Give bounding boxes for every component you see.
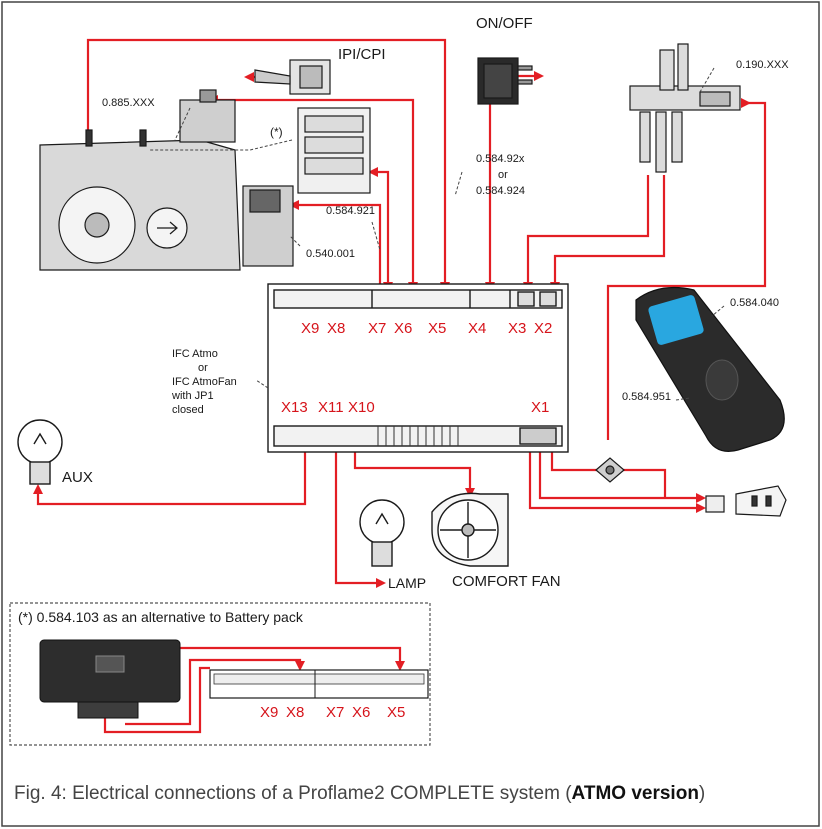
ifc-module <box>267 283 569 453</box>
power-plug <box>705 485 787 517</box>
inset-connector-x6: X6 <box>352 704 370 721</box>
ifc-line1: IFC Atmo <box>172 348 218 360</box>
receiver-code-label: 0.584.951 <box>622 391 671 403</box>
connector-x11: X11 <box>318 399 344 416</box>
connector-x13: X13 <box>281 399 308 416</box>
battery-pack <box>297 107 371 194</box>
wire-motor-x7b <box>295 203 382 286</box>
on-off-switch <box>477 57 533 105</box>
caption-suffix: ) <box>699 783 705 804</box>
connector-x2: X2 <box>534 320 552 337</box>
pilot-assembly <box>629 43 741 173</box>
inset-wire-extra <box>103 666 210 734</box>
pilot-code-label: 0.190.XXX <box>736 59 789 71</box>
remote-control <box>635 287 785 452</box>
aux-label: AUX <box>62 469 93 486</box>
switch-code-or-label: or <box>498 169 508 181</box>
receiver-splitter <box>595 457 625 483</box>
ifc-line3: IFC AtmoFan <box>172 376 237 388</box>
inset-connector-x8: X8 <box>286 704 304 721</box>
inset-connector-x7: X7 <box>326 704 344 721</box>
connector-x1: X1 <box>531 399 549 416</box>
battery-note-label: (*) <box>270 125 283 139</box>
comfort-fan <box>431 492 509 567</box>
ifc-line5: closed <box>172 404 204 416</box>
callout-lines <box>150 67 725 401</box>
wire-x1-receiver <box>550 450 598 472</box>
caption-bold: ATMO version <box>572 783 699 804</box>
connector-x8: X8 <box>327 320 345 337</box>
switch-code-b-label: 0.584.924 <box>476 185 525 197</box>
on-off-label: ON/OFF <box>476 15 533 32</box>
aux-bulb <box>17 419 63 485</box>
text-labels: ON/OFF IPI/CPI 0.885.XXX (*) 0.190.XXX 0… <box>62 15 789 591</box>
inset-connector-x5: X5 <box>387 704 405 721</box>
connector-x5: X5 <box>428 320 446 337</box>
connector-x10: X10 <box>348 399 375 416</box>
ifc-line4: with JP1 <box>171 390 214 402</box>
inset-note: (*) 0.584.103 as an alternative to Batte… <box>18 609 304 625</box>
comfort-fan-label: COMFORT FAN <box>452 573 561 590</box>
wire-x1-power-a <box>528 445 700 510</box>
connector-x7: X7 <box>368 320 386 337</box>
gas-valve <box>39 89 294 271</box>
figure-caption: Fig. 4: Electrical connections of a Prof… <box>14 783 705 804</box>
wire-pilot-x3 <box>526 175 650 286</box>
wire-pilot-ground <box>606 101 767 440</box>
inset-connector-labels: X9 X8 X7 X6 X5 <box>260 704 405 721</box>
connector-x9: X9 <box>301 320 319 337</box>
ipi-cpi-label: IPI/CPI <box>338 46 386 63</box>
remote-code-label: 0.584.040 <box>730 297 779 309</box>
switch-code-a-label: 0.584.92x <box>476 153 525 165</box>
caption-prefix: Fig. 4: Electrical connections of a Prof… <box>14 783 572 804</box>
inset-panel <box>9 602 431 746</box>
connector-x4: X4 <box>468 320 486 337</box>
wire-receiver-plug <box>622 468 667 498</box>
solenoid-code-label: 0.540.001 <box>306 248 355 260</box>
wire-x13-aux <box>36 445 307 506</box>
motor-code-label: 0.584.921 <box>326 205 375 217</box>
ipi-cpi-switch <box>254 59 331 95</box>
ifc-line2: or <box>198 362 208 374</box>
connector-x3: X3 <box>508 320 526 337</box>
connector-x6: X6 <box>394 320 412 337</box>
wire-valve-x6 <box>213 98 415 286</box>
wire-x10-fan <box>353 450 472 492</box>
inset-connector-x9: X9 <box>260 704 278 721</box>
wire-ipi-x5 <box>86 38 447 286</box>
wire-onoff-x4 <box>488 74 538 286</box>
wire-x11-lamp <box>334 450 380 585</box>
lamp-label: LAMP <box>388 575 426 591</box>
wire-pilot-x2 <box>553 175 666 286</box>
lamp-bulb <box>359 499 405 567</box>
ifc-connector-labels: X9 X8 X7 X6 X5 X4 X3 X2 X13 X11 X10 X1 <box>281 320 552 416</box>
valve-code-label: 0.885.XXX <box>102 97 155 109</box>
wire-x1-power-b <box>538 445 700 500</box>
